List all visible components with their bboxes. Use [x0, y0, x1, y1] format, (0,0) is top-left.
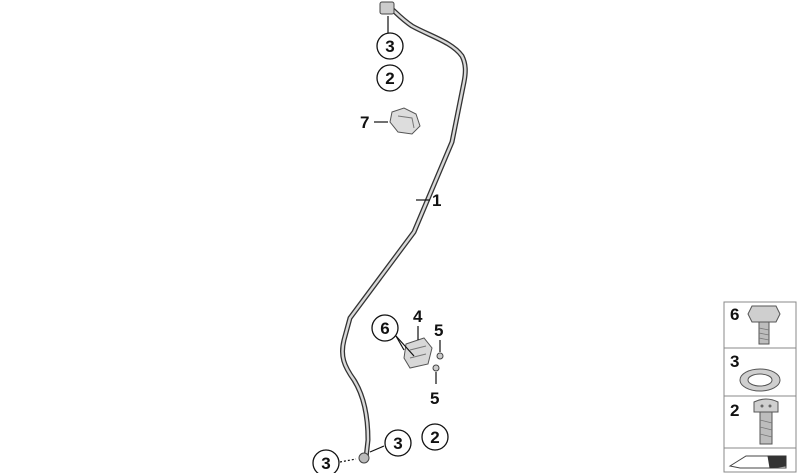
callout-label-7: 7 — [360, 113, 369, 132]
callout-label-5-upper: 5 — [434, 321, 443, 340]
svg-text:3: 3 — [321, 454, 330, 473]
svg-text:3: 3 — [385, 37, 394, 56]
parts-legend: 6 3 2 — [723, 301, 797, 473]
clip-part — [389, 107, 421, 135]
callout-circle-6: 6 — [371, 314, 399, 342]
svg-text:6: 6 — [730, 305, 739, 324]
legend-item-banjo-bolt: 2 — [723, 395, 797, 449]
legend-item-bolt: 6 — [723, 301, 797, 349]
callout-label-1: 1 — [432, 191, 441, 210]
nut-lower — [432, 364, 440, 372]
bolt-icon — [747, 305, 781, 345]
callout-circle-2-bottom: 2 — [421, 423, 449, 451]
svg-text:3: 3 — [730, 352, 739, 371]
callout-label-4: 4 — [413, 307, 423, 326]
callout-label-5-lower: 5 — [430, 389, 439, 408]
brake-line — [339, 1, 468, 464]
svg-text:2: 2 — [385, 69, 394, 88]
bracket-assembly — [403, 337, 433, 369]
svg-text:3: 3 — [393, 434, 402, 453]
callout-circle-3-bottom-left: 3 — [312, 449, 340, 473]
svg-text:2: 2 — [430, 428, 439, 447]
legend-item-bracket-plate — [723, 447, 797, 473]
svg-text:2: 2 — [730, 401, 739, 420]
callout-circle-3-top: 3 — [376, 32, 404, 60]
svg-text:6: 6 — [380, 319, 389, 338]
callout-circle-2-top: 2 — [376, 64, 404, 92]
banjo-bolt-icon — [753, 398, 779, 445]
nut-upper — [436, 352, 444, 360]
callout-circle-3-bottom-right: 3 — [384, 429, 412, 457]
legend-item-sealing-ring: 3 — [723, 347, 797, 397]
sealing-ring-icon — [739, 368, 781, 392]
bracket-plate-icon — [728, 455, 787, 469]
